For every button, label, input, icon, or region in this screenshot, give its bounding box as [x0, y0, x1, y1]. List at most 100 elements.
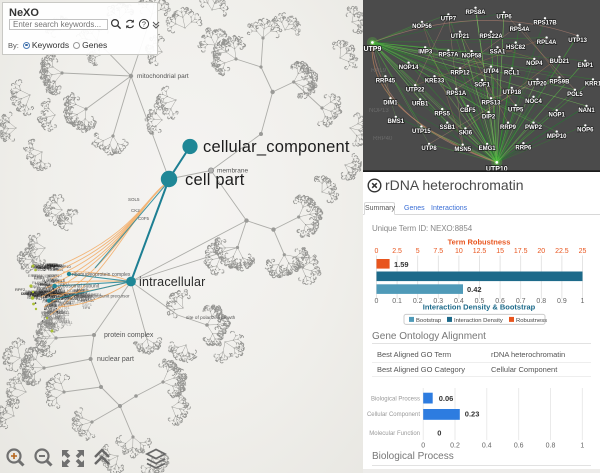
- svg-text:SPB4: SPB4: [77, 299, 88, 304]
- svg-text:MRT4: MRT4: [51, 279, 63, 284]
- svg-text:0.3: 0.3: [433, 298, 443, 305]
- svg-text:RPL3: RPL3: [61, 322, 72, 327]
- svg-text:DIP2: DIP2: [482, 114, 496, 120]
- svg-text:0.6: 0.6: [514, 443, 524, 450]
- svg-text:NOP56: NOP56: [412, 24, 432, 30]
- svg-text:RPL3: RPL3: [67, 296, 78, 301]
- svg-text:RPS1A: RPS1A: [446, 91, 467, 97]
- svg-text:UTP5: UTP5: [508, 108, 524, 114]
- svg-text:ERB1: ERB1: [50, 263, 61, 268]
- svg-text:NUG1: NUG1: [67, 301, 79, 306]
- svg-text:SPB4: SPB4: [53, 267, 64, 272]
- svg-text:MAK11: MAK11: [42, 278, 56, 283]
- svg-text:RPL4A: RPL4A: [537, 40, 557, 46]
- svg-text:NOP7: NOP7: [48, 273, 60, 278]
- svg-text:CIC1: CIC1: [60, 312, 70, 317]
- svg-text:UTP15: UTP15: [412, 129, 431, 135]
- svg-text:NOP4: NOP4: [72, 292, 84, 297]
- svg-text:RPS1A: RPS1A: [40, 282, 53, 287]
- svg-text:MAK11: MAK11: [77, 297, 91, 302]
- svg-text:TIF6: TIF6: [48, 301, 57, 306]
- svg-text:NSA2: NSA2: [74, 295, 85, 300]
- svg-text:UTP13: UTP13: [568, 38, 587, 44]
- svg-text:DBP10: DBP10: [49, 302, 62, 307]
- svg-text:BMS1: BMS1: [387, 119, 404, 125]
- svg-text:NUG1: NUG1: [39, 292, 51, 297]
- svg-text:RPS17B: RPS17B: [533, 21, 557, 27]
- svg-text:RRP5: RRP5: [41, 314, 52, 319]
- svg-text:MRT4: MRT4: [44, 293, 56, 298]
- svg-text:17.5: 17.5: [514, 248, 528, 255]
- svg-text:HAS1: HAS1: [56, 294, 67, 299]
- svg-text:NSA2: NSA2: [51, 291, 62, 296]
- svg-text:NOP4: NOP4: [526, 61, 543, 67]
- svg-text:0.23: 0.23: [465, 410, 480, 419]
- svg-text:SOF1: SOF1: [474, 82, 490, 88]
- svg-text:RPF2: RPF2: [36, 288, 47, 293]
- svg-text:MAK5: MAK5: [77, 287, 89, 292]
- svg-text:Bootstrap: Bootstrap: [416, 318, 442, 324]
- svg-text:CBF5: CBF5: [460, 108, 476, 114]
- svg-text:RRS1: RRS1: [62, 320, 73, 325]
- svg-text:NOP4: NOP4: [39, 273, 51, 278]
- svg-text:SPB4: SPB4: [57, 319, 68, 324]
- svg-text:NOG1: NOG1: [35, 281, 47, 286]
- svg-text:URB1: URB1: [412, 102, 429, 108]
- svg-text:protein complex: protein complex: [104, 332, 154, 339]
- svg-text:SPB4: SPB4: [46, 299, 57, 304]
- svg-text:SPB4: SPB4: [45, 294, 56, 299]
- svg-text:EBP2: EBP2: [80, 293, 91, 298]
- svg-text:RPS13: RPS13: [481, 101, 501, 107]
- svg-text:Molecular Function: Molecular Function: [369, 431, 420, 437]
- svg-text:RPS1A: RPS1A: [52, 278, 65, 283]
- svg-text:MRT4: MRT4: [33, 289, 45, 294]
- svg-text:TIF6: TIF6: [75, 294, 84, 299]
- svg-text:MRT4: MRT4: [59, 319, 71, 324]
- svg-text:ERB1: ERB1: [28, 273, 39, 278]
- svg-text:DRS1: DRS1: [43, 294, 54, 299]
- svg-text:0.4: 0.4: [482, 443, 492, 450]
- svg-text:SSF1: SSF1: [45, 292, 56, 297]
- svg-text:MAK5: MAK5: [81, 294, 93, 299]
- svg-text:0: 0: [375, 298, 379, 305]
- svg-text:NOP7: NOP7: [78, 288, 90, 293]
- svg-text:MRT4: MRT4: [37, 265, 49, 270]
- svg-text:SPB4: SPB4: [49, 291, 60, 296]
- svg-text:SSA1: SSA1: [490, 50, 506, 56]
- svg-text:UTP4: UTP4: [483, 69, 499, 75]
- svg-text:RRS1: RRS1: [31, 290, 42, 295]
- svg-text:NOG1: NOG1: [58, 317, 70, 322]
- svg-text:RPS5: RPS5: [434, 111, 450, 117]
- svg-text:NOP6: NOP6: [577, 128, 594, 134]
- svg-text:RPL3: RPL3: [33, 263, 44, 268]
- svg-text:0.5: 0.5: [475, 298, 485, 305]
- svg-text:5: 5: [416, 248, 420, 255]
- svg-text:NAN1: NAN1: [578, 108, 595, 114]
- svg-text:BRX1: BRX1: [32, 273, 43, 278]
- svg-text:0.1: 0.1: [392, 298, 402, 305]
- svg-text:RPF2: RPF2: [64, 294, 75, 299]
- svg-text:Cellular Component: Cellular Component: [367, 412, 420, 418]
- svg-text:DRS1: DRS1: [61, 302, 72, 307]
- svg-text:SPB4: SPB4: [47, 309, 58, 314]
- svg-text:CIC1: CIC1: [43, 262, 53, 267]
- svg-text:HAS1: HAS1: [55, 315, 66, 320]
- svg-text:SSF1: SSF1: [53, 290, 64, 295]
- svg-text:SSF1: SSF1: [47, 302, 58, 307]
- svg-text:RPS1A: RPS1A: [34, 294, 47, 299]
- svg-text:NSA2: NSA2: [36, 267, 47, 272]
- svg-text:SPB4: SPB4: [54, 291, 65, 296]
- svg-text:SPB4: SPB4: [48, 311, 59, 316]
- svg-text:RPL4A: RPL4A: [81, 298, 94, 303]
- svg-text:TIF6: TIF6: [47, 264, 56, 269]
- svg-text:2.5: 2.5: [392, 248, 402, 255]
- svg-text:DRS1: DRS1: [51, 299, 62, 304]
- svg-text:ENP1: ENP1: [577, 63, 593, 69]
- svg-text:CIC1: CIC1: [56, 287, 66, 292]
- svg-text:MAK5: MAK5: [54, 316, 66, 321]
- svg-text:RPL3: RPL3: [85, 296, 96, 301]
- svg-text:ERB1: ERB1: [45, 263, 56, 268]
- svg-text:NSA2: NSA2: [25, 291, 36, 296]
- svg-text:NOP7: NOP7: [57, 310, 69, 315]
- svg-text:EBP2: EBP2: [88, 292, 99, 297]
